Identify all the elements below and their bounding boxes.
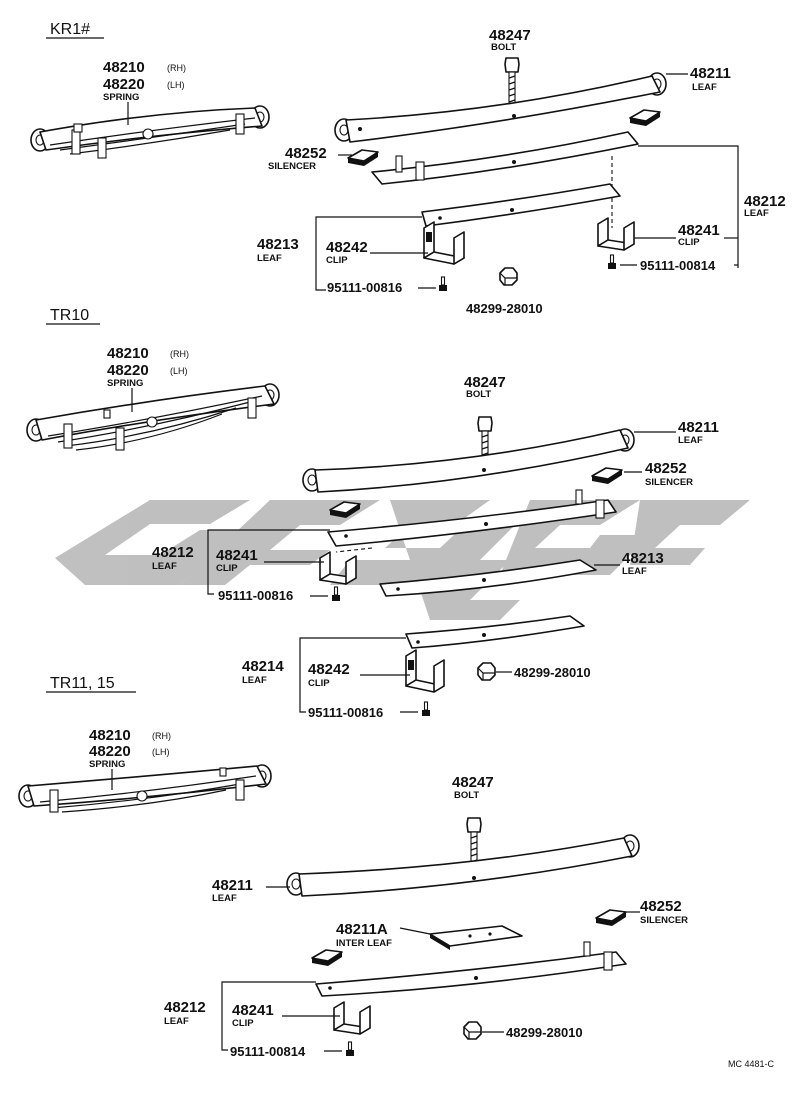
leaf-second-kr1 <box>371 131 639 185</box>
clip-b-label: CLIP <box>326 255 348 266</box>
clip-a-part-number: 48241 <box>232 1002 274 1019</box>
leaf-third-part-number: 48213 <box>257 236 299 253</box>
clip-b-part-number: 48242 <box>326 239 368 256</box>
footer-code: MC 4481-C <box>728 1059 775 1069</box>
leaf-second-label: LEAF <box>164 1016 189 1027</box>
spring-part-number-lh: 48220 <box>89 743 131 760</box>
spring-lh-label: (LH) <box>170 366 188 376</box>
section-title-tr11-15: TR11, 15 <box>50 675 115 692</box>
clip-a-part-number: 48241 <box>216 547 258 564</box>
spring-assembly-tr11 <box>18 764 272 813</box>
silencer-part-number: 48252 <box>285 145 327 162</box>
clip-a-label: CLIP <box>216 563 238 574</box>
bolt-label: BOLT <box>454 790 479 801</box>
spring-rh-label: (RH) <box>167 63 186 73</box>
clip-a-part-number: 48241 <box>678 222 720 239</box>
clip-a-label: CLIP <box>678 237 700 248</box>
leaf-second-tr11 <box>315 941 627 997</box>
screw-a-part-number: 95111-00814 <box>230 1044 306 1059</box>
leaf-main-label: LEAF <box>212 893 237 904</box>
silencer-label: SILENCER <box>268 161 316 172</box>
spring-assembly-kr1 <box>30 105 270 159</box>
nut-part-number: 48299-28010 <box>506 1025 583 1040</box>
spring-lh-label: (LH) <box>167 80 185 90</box>
bolt-part-number: 48247 <box>464 374 506 391</box>
screw-b-part-number: 95111-00816 <box>308 705 383 720</box>
spring-label: SPRING <box>89 759 125 770</box>
inter-leaf-label: INTER LEAF <box>336 938 392 949</box>
leaf-third-label: LEAF <box>257 253 282 264</box>
main-leaf-tr10 <box>302 428 635 493</box>
clip-b-part-number: 48242 <box>308 661 350 678</box>
nut-part-number: 48299-28010 <box>514 665 591 680</box>
inter-leaf-part-number: 48211A <box>336 921 388 938</box>
leaf-second-part-number: 48212 <box>152 544 194 561</box>
spring-rh-label: (RH) <box>170 349 189 359</box>
leaf-second-part-number: 48212 <box>744 193 786 210</box>
leaf-third-part-number: 48213 <box>622 550 664 567</box>
nut-part-number: 48299-28010 <box>466 301 543 316</box>
bolt-part-number: 48247 <box>452 774 494 791</box>
leaf-fourth-tr10 <box>405 615 585 649</box>
leaf-third-tr10 <box>379 559 597 597</box>
inter-leaf <box>429 925 523 950</box>
silencer-label: SILENCER <box>645 477 693 488</box>
spring-rh-label: (RH) <box>152 731 171 741</box>
spring-part-number-rh: 48210 <box>89 727 131 744</box>
leaf-third-label: LEAF <box>622 566 647 577</box>
bolt-label: BOLT <box>466 389 491 400</box>
leaf-main-part-number: 48211 <box>690 65 731 82</box>
spring-part-number-lh: 48220 <box>107 362 149 379</box>
section-title-tr10: TR10 <box>50 307 89 324</box>
leaf-main-part-number: 48211 <box>212 877 253 894</box>
spring-part-number-rh: 48210 <box>107 345 149 362</box>
main-leaf-tr11 <box>286 834 640 897</box>
leaf-main-label: LEAF <box>692 82 717 93</box>
clip-b-label: CLIP <box>308 678 330 689</box>
leaf-second-tr10 <box>327 489 617 547</box>
section-kr1: KR1# 48210 (RH) 48220 (LH) SPRING 48247 … <box>30 21 786 316</box>
spring-part-number-rh: 48210 <box>103 59 145 76</box>
screw-a-part-number: 95111-00816 <box>218 588 293 603</box>
section-tr11-15: TR11, 15 48210 (RH) 48220 (LH) SPRING 48… <box>18 675 688 1059</box>
spring-label: SPRING <box>107 378 143 389</box>
spring-label: SPRING <box>103 92 139 103</box>
leaf-second-label: LEAF <box>152 561 177 572</box>
leaf-second-label: LEAF <box>744 208 769 219</box>
silencer-label: SILENCER <box>640 915 688 926</box>
spring-part-number-lh: 48220 <box>103 76 145 93</box>
leaf-third-kr1 <box>421 183 621 227</box>
leaf-main-part-number: 48211 <box>678 419 719 436</box>
leaf-fourth-part-number: 48214 <box>242 658 284 675</box>
screw-b-part-number: 95111-00816 <box>327 280 402 295</box>
spring-lh-label: (LH) <box>152 747 170 757</box>
section-tr10: TR10 48210 (RH) 48220 (LH) SPRING 48247 … <box>26 307 719 720</box>
bolt-label: BOLT <box>491 42 516 53</box>
silencer-part-number: 48252 <box>645 460 687 477</box>
spring-assembly-tr10 <box>26 383 280 451</box>
main-leaf-kr1 <box>334 72 667 143</box>
leaf-fourth-label: LEAF <box>242 675 267 686</box>
leaf-main-label: LEAF <box>678 435 703 446</box>
clip-a-label: CLIP <box>232 1018 254 1029</box>
silencer-part-number: 48252 <box>640 898 682 915</box>
screw-a-part-number: 95111-00814 <box>640 258 716 273</box>
leaf-second-part-number: 48212 <box>164 999 206 1016</box>
section-title-kr1: KR1# <box>50 21 90 38</box>
bolt-part-number: 48247 <box>489 27 531 44</box>
